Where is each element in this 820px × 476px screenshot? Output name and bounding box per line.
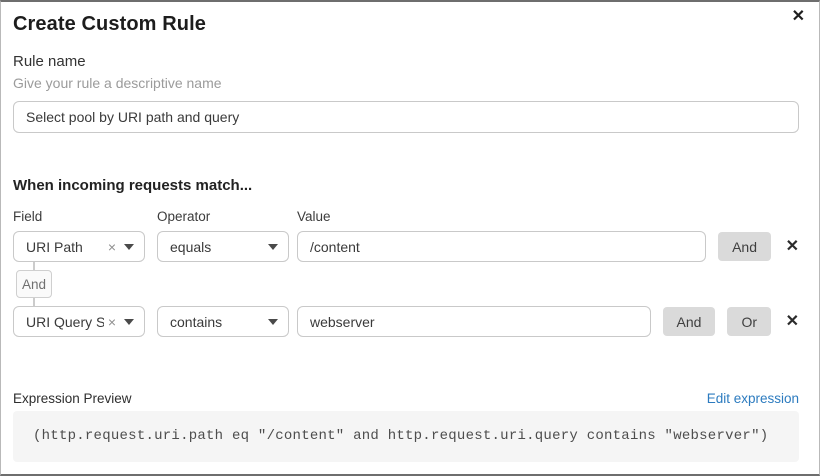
and-button[interactable]: And	[662, 307, 716, 336]
rule-name-section: Rule name Give your rule a descriptive n…	[13, 53, 799, 133]
dialog-title: Create Custom Rule	[13, 13, 206, 35]
matcher-section: When incoming requests match... Field Op…	[13, 177, 799, 337]
value-input[interactable]	[297, 231, 707, 262]
expression-code: (http.request.uri.path eq "/content" and…	[13, 411, 799, 462]
and-button[interactable]: And	[718, 232, 771, 261]
operator-select-value: equals	[170, 238, 212, 255]
chevron-down-icon	[268, 243, 278, 250]
field-column-label: Field	[13, 209, 43, 224]
clear-icon[interactable]: ×	[107, 313, 116, 330]
matcher-column-headers: Field Operator Value	[13, 209, 799, 225]
chevron-down-icon	[124, 318, 134, 325]
expression-preview-label: Expression Preview	[13, 391, 132, 406]
operator-column-label: Operator	[157, 209, 211, 224]
edit-expression-link[interactable]: Edit expression	[706, 391, 799, 406]
value-input[interactable]	[297, 306, 651, 337]
rule-name-helper: Give your rule a descriptive name	[13, 75, 222, 91]
expression-preview-section: Expression Preview Edit expression (http…	[13, 391, 799, 462]
chevron-down-icon	[268, 318, 278, 325]
close-icon[interactable]: ✕	[791, 8, 805, 25]
chevron-down-icon	[124, 243, 134, 250]
field-select-value: URI Query St...	[26, 313, 104, 330]
field-select[interactable]: URI Query St... ×	[13, 306, 145, 337]
operator-select[interactable]: equals	[157, 231, 289, 262]
operator-select-value: contains	[170, 313, 223, 330]
and-connector-badge: And	[16, 270, 52, 298]
matcher-heading: When incoming requests match...	[13, 177, 253, 194]
connector-line	[33, 262, 35, 270]
rule-name-input[interactable]	[13, 101, 799, 133]
field-select[interactable]: URI Path ×	[13, 231, 145, 262]
remove-row-icon[interactable]: ✕	[785, 312, 799, 330]
operator-select[interactable]: contains	[157, 306, 289, 337]
clear-icon[interactable]: ×	[107, 238, 116, 255]
condition-row: URI Path × equals And ✕	[13, 231, 799, 262]
field-select-value: URI Path	[26, 238, 83, 255]
or-button[interactable]: Or	[727, 307, 771, 336]
condition-row: URI Query St... × contains And Or ✕	[13, 306, 799, 337]
connector-line	[33, 298, 35, 306]
remove-row-icon[interactable]: ✕	[785, 237, 799, 255]
rule-name-label: Rule name	[13, 53, 86, 70]
value-column-label: Value	[297, 209, 331, 224]
and-connector: And	[13, 262, 799, 306]
